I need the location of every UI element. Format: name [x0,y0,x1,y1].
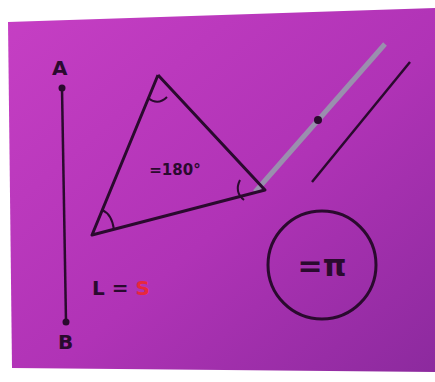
angle-arc [238,180,244,200]
point-label: B [58,332,73,352]
angle-arc [102,210,114,230]
point-label: A [52,58,67,78]
angle-arc [148,97,167,102]
point-dot [314,116,322,124]
formula-symbol: S [135,278,149,298]
triangle-outline [92,75,265,235]
circle-outline [268,211,376,319]
pi-text: =π [298,248,347,283]
segment-ab [62,88,66,322]
endpoint-dot [59,85,66,92]
triangle-shape-outline [88,70,270,240]
formula-text: L = [92,278,128,298]
parallel-line [312,62,410,182]
circle-shape: =π [265,208,379,322]
angle-sum-text: =180° [149,161,200,179]
card-background [8,8,435,372]
endpoint-dot [63,319,70,326]
triangle-shape: =180° [88,70,270,240]
